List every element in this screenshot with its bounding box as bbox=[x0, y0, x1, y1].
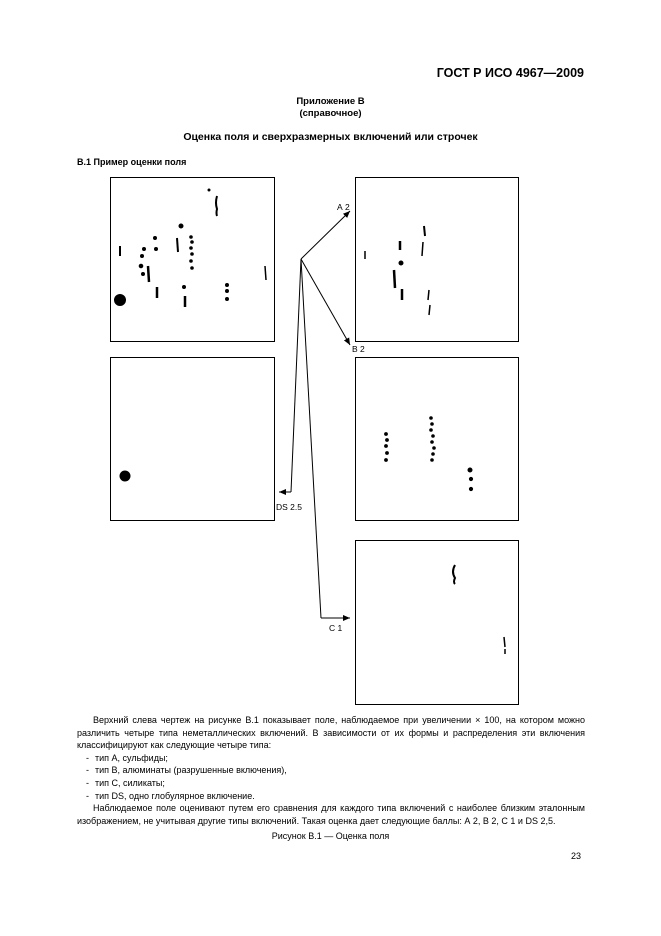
classification-arrows bbox=[279, 210, 351, 621]
document-code: ГОСТ Р ИСО 4967—2009 bbox=[436, 66, 584, 80]
field-frame-c1 bbox=[355, 540, 519, 705]
field-frame-b2 bbox=[355, 357, 519, 521]
field-frame-a2 bbox=[355, 177, 519, 342]
figure-caption: Рисунок В.1 — Оценка поля bbox=[271, 831, 390, 841]
inclusions-a2 bbox=[364, 225, 431, 316]
list-item: -тип С, силикаты; bbox=[86, 777, 165, 788]
label-a2: А 2 bbox=[337, 202, 350, 212]
field-frame-observed bbox=[110, 177, 275, 342]
list-item: -тип А, сульфиды; bbox=[86, 752, 168, 763]
appendix-note: (справочное) bbox=[299, 108, 362, 119]
inclusions-b2 bbox=[384, 416, 474, 492]
list-item: -тип В, алюминаты (разрушенные включения… bbox=[86, 765, 287, 776]
paragraph-intro: Верхний слева чертеж на рисунке В.1 пока… bbox=[77, 715, 585, 751]
list-item: -тип DS, одно глобулярное включение. bbox=[86, 790, 255, 801]
page-number: 23 bbox=[571, 851, 582, 861]
field-frame-ds bbox=[110, 357, 275, 521]
inclusions-observed bbox=[114, 188, 267, 307]
subsection-heading: В.1 Пример оценки поля bbox=[77, 157, 187, 167]
label-c1: С 1 bbox=[329, 623, 343, 633]
body-text: Верхний слева чертеж на рисунке В.1 пока… bbox=[77, 714, 585, 827]
inclusion-ds-globule bbox=[119, 470, 131, 482]
section-title: Оценка поля и сверхразмерных включений и… bbox=[183, 131, 478, 143]
inclusions-c1 bbox=[452, 564, 506, 654]
appendix-title: Приложение В bbox=[296, 96, 365, 107]
paragraph-conclusion: Наблюдаемое поле оценивают путем его сра… bbox=[77, 803, 585, 826]
label-ds: DS 2.5 bbox=[276, 502, 302, 512]
label-b2: В 2 bbox=[352, 344, 365, 354]
